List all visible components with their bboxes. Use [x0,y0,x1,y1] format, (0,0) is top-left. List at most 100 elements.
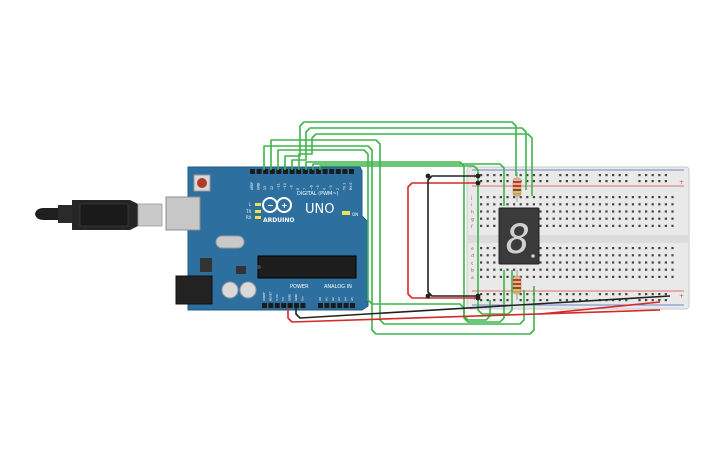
breadboard-hole[interactable] [572,210,575,213]
breadboard-hole[interactable] [625,217,628,220]
breadboard-hole[interactable] [486,224,489,227]
breadboard-hole[interactable] [612,275,615,278]
rail-hole[interactable] [572,299,575,302]
rail-hole[interactable] [486,299,489,302]
rail-hole[interactable] [526,293,529,296]
breadboard-hole[interactable] [625,254,628,257]
breadboard-hole[interactable] [513,203,516,206]
wire-endpoint[interactable] [475,295,481,301]
breadboard-hole[interactable] [625,261,628,264]
breadboard-hole[interactable] [598,210,601,213]
breadboard-hole[interactable] [532,203,535,206]
breadboard-hole[interactable] [631,268,634,271]
rail-hole[interactable] [539,174,542,177]
rail-hole[interactable] [645,299,648,302]
breadboard-hole[interactable] [651,224,654,227]
breadboard-hole[interactable] [645,210,648,213]
breadboard-hole[interactable] [579,275,582,278]
breadboard-hole[interactable] [631,203,634,206]
rail-hole[interactable] [618,293,621,296]
rail-hole[interactable] [480,293,483,296]
rail-hole[interactable] [585,293,588,296]
rail-hole[interactable] [645,180,648,183]
analog-pin[interactable] [324,303,330,308]
breadboard-hole[interactable] [585,247,588,250]
rail-hole[interactable] [565,180,568,183]
digital-pin[interactable] [256,169,262,174]
digital-pin[interactable] [283,169,288,174]
breadboard-hole[interactable] [526,203,529,206]
breadboard-hole[interactable] [572,217,575,220]
breadboard-hole[interactable] [605,217,608,220]
digital-pin[interactable] [296,169,302,174]
rail-hole[interactable] [598,174,601,177]
wire-rail-5v-right[interactable] [539,301,661,315]
rail-hole[interactable] [546,293,549,296]
wire-gnd[interactable] [295,295,671,319]
resistor-bottom[interactable] [512,270,522,300]
rail-hole[interactable] [579,293,582,296]
digital-pin[interactable] [302,169,308,174]
rail-hole[interactable] [579,174,582,177]
rail-hole[interactable] [658,174,661,177]
breadboard-hole[interactable] [546,268,549,271]
rail-hole[interactable] [519,174,522,177]
breadboard-hole[interactable] [565,217,568,220]
digital-pin[interactable] [335,169,341,174]
resistor-top[interactable] [512,172,522,202]
rail-hole[interactable] [658,180,661,183]
digital-pin[interactable] [322,169,328,174]
breadboard-hole[interactable] [559,203,562,206]
rail-hole[interactable] [612,174,615,177]
breadboard-hole[interactable] [539,268,542,271]
breadboard-hole[interactable] [493,254,496,257]
breadboard-hole[interactable] [546,196,549,199]
analog-pin[interactable] [330,303,336,308]
breadboard-hole[interactable] [638,203,641,206]
breadboard-hole[interactable] [645,268,648,271]
breadboard-hole[interactable] [552,275,555,278]
breadboard-hole[interactable] [579,247,582,250]
wire-digital-f[interactable] [298,133,533,196]
breadboard-hole[interactable] [605,196,608,199]
breadboard-hole[interactable] [658,217,661,220]
breadboard-hole[interactable] [625,275,628,278]
breadboard-hole[interactable] [645,254,648,257]
breadboard-hole[interactable] [579,224,582,227]
breadboard-hole[interactable] [565,268,568,271]
breadboard-hole[interactable] [658,261,661,264]
breadboard-hole[interactable] [552,217,555,220]
analog-pin[interactable] [337,303,343,308]
power-pin[interactable] [274,303,280,308]
breadboard-hole[interactable] [658,247,661,250]
breadboard-hole[interactable] [480,247,483,250]
breadboard-hole[interactable] [493,203,496,206]
breadboard-hole[interactable] [671,247,674,250]
breadboard-hole[interactable] [664,254,667,257]
breadboard-hole[interactable] [645,196,648,199]
rail-hole[interactable] [585,299,588,302]
breadboard-hole[interactable] [579,203,582,206]
breadboard-hole[interactable] [572,224,575,227]
breadboard-hole[interactable] [631,217,634,220]
breadboard-hole[interactable] [625,210,628,213]
breadboard-hole[interactable] [638,261,641,264]
digital-pin[interactable] [263,169,269,174]
breadboard-hole[interactable] [618,254,621,257]
rail-hole[interactable] [605,293,608,296]
rail-hole[interactable] [526,180,529,183]
breadboard-hole[interactable] [539,261,542,264]
breadboard-hole[interactable] [499,268,502,271]
breadboard-hole[interactable] [618,247,621,250]
breadboard-hole[interactable] [671,268,674,271]
breadboard-hole[interactable] [519,268,522,271]
breadboard-hole[interactable] [546,275,549,278]
breadboard-hole[interactable] [658,196,661,199]
rail-hole[interactable] [618,180,621,183]
rail-hole[interactable] [539,293,542,296]
breadboard-hole[interactable] [671,196,674,199]
power-pin[interactable] [268,303,274,308]
rail-hole[interactable] [526,174,529,177]
rail-hole[interactable] [625,299,628,302]
breadboard-hole[interactable] [645,217,648,220]
